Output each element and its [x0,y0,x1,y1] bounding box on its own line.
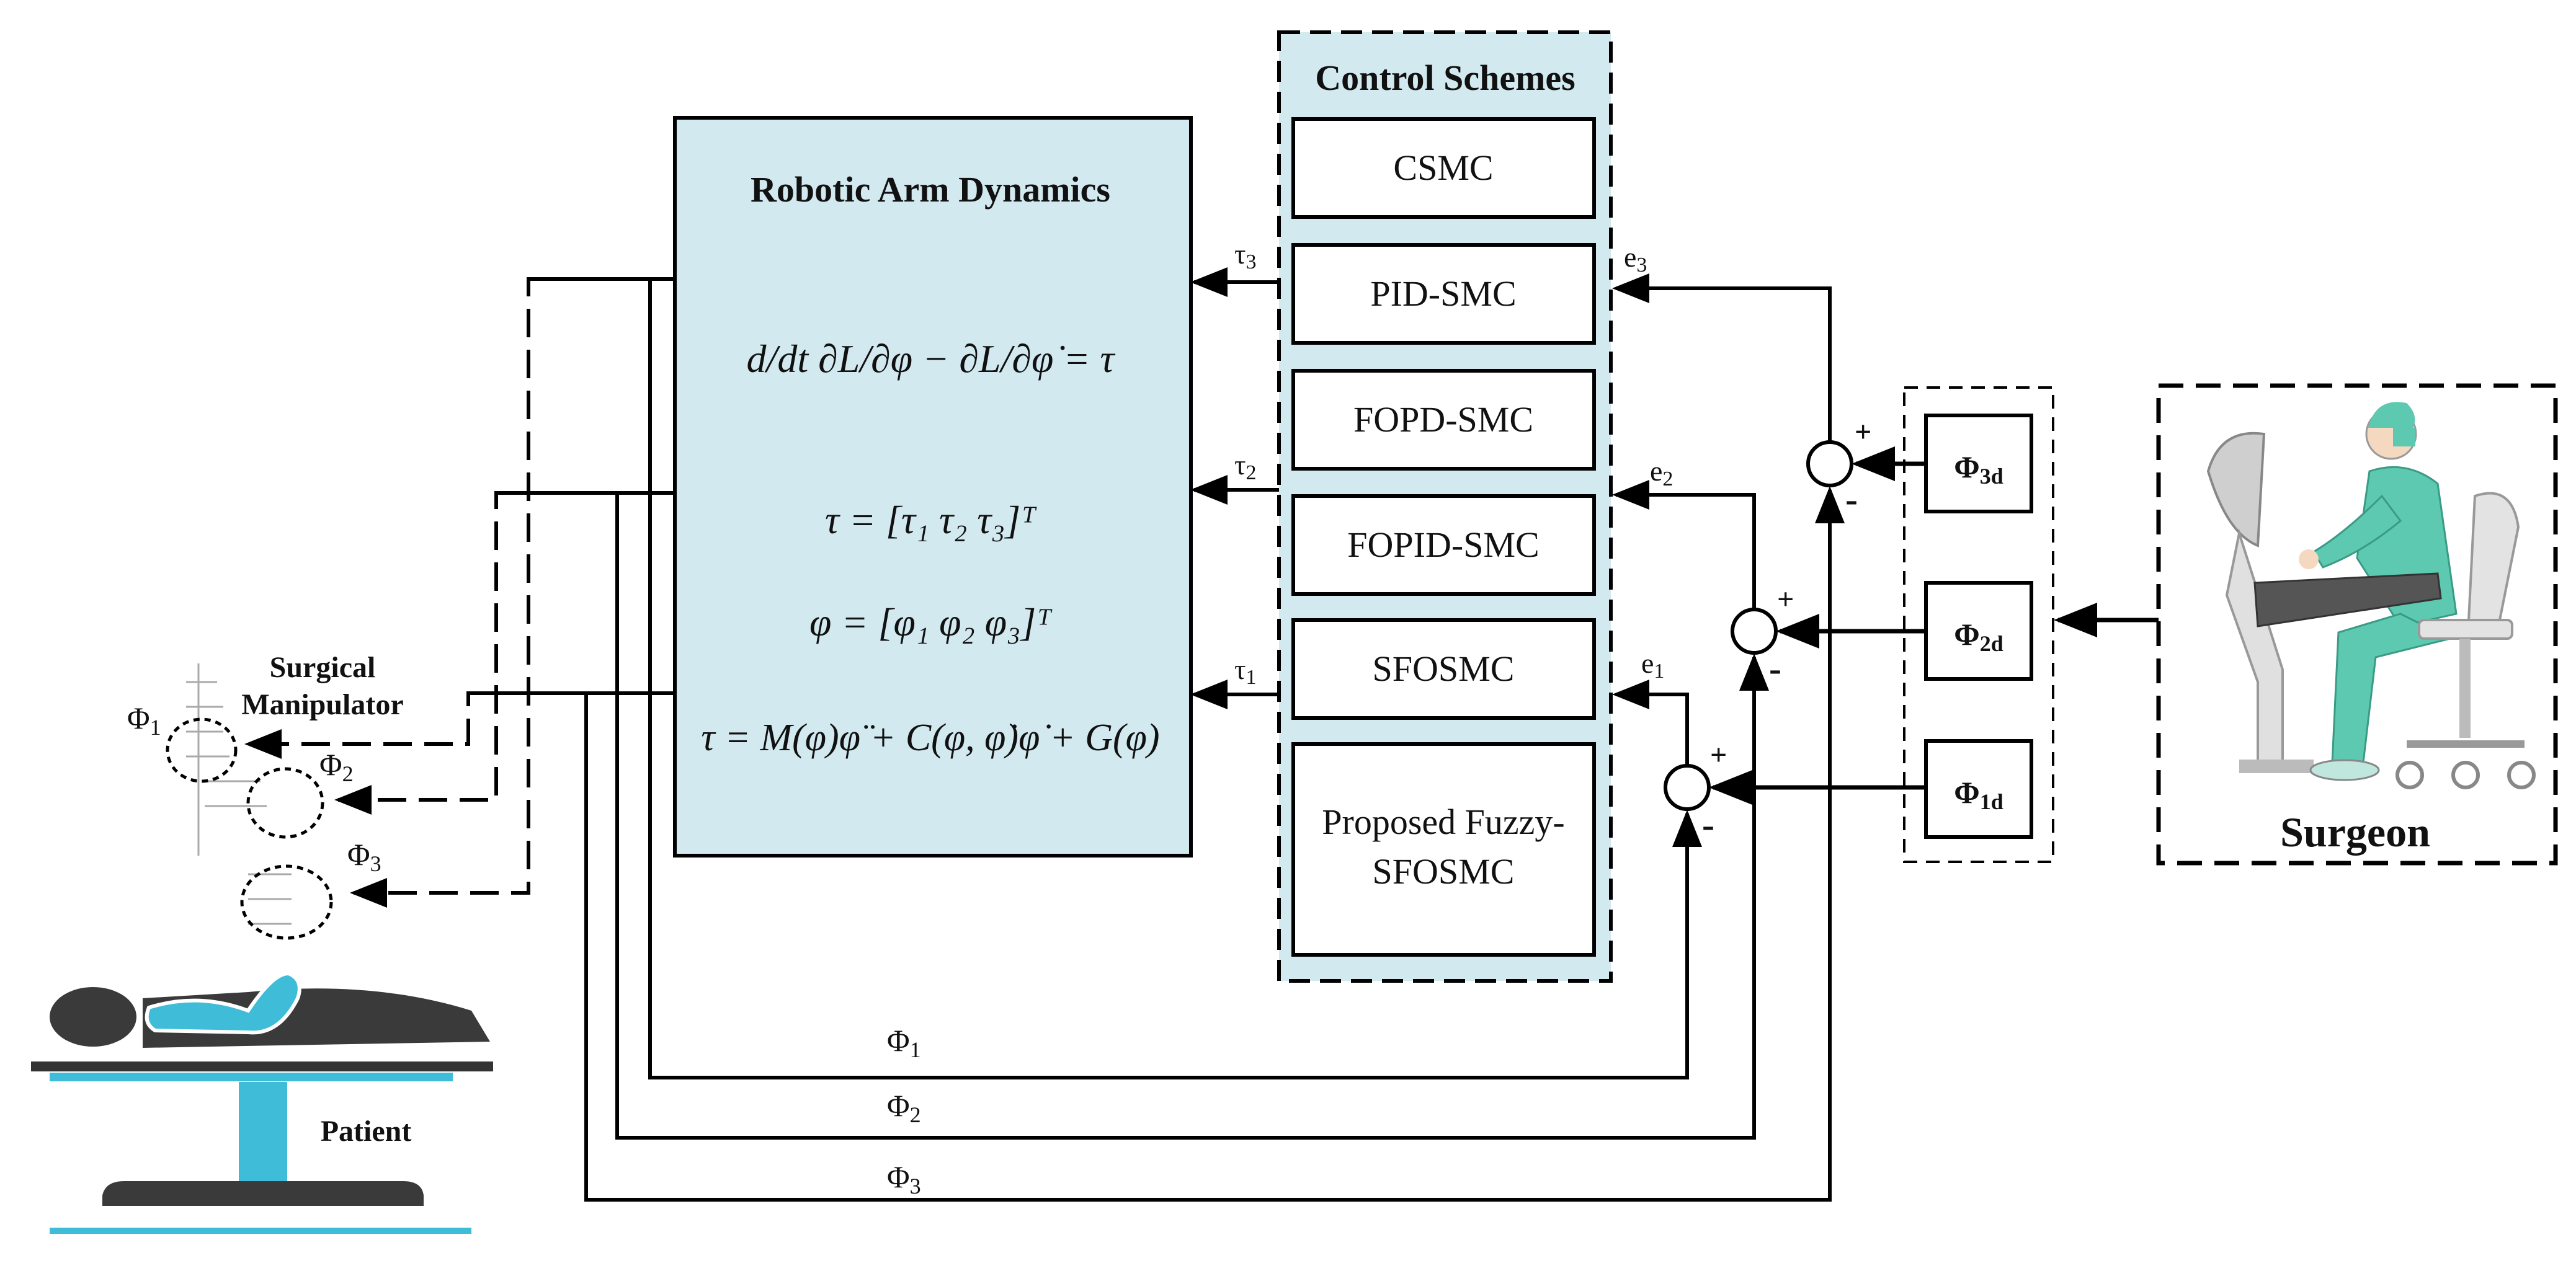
joint-signal-2 [334,491,509,815]
manipulator-label-line2: Manipulator [241,688,403,721]
equation-phi-vector: φ = [φ₁ φ₂ φ₃]ᵀ [809,600,1053,644]
feedback-label-phi1: Φ1 [887,1023,921,1062]
torque-label-2: τ2 [1234,449,1257,484]
patient-icon [50,971,490,1048]
control-schemes-panel: Control Schemes CSMC PID-SMC FOPD-SMC FO… [1277,30,1613,983]
joint-label-2: Φ2 [319,747,354,786]
error-label-3: e3 [1624,241,1647,277]
error-line-3 [1612,273,1832,442]
torque-label-1: τ1 [1234,654,1257,689]
patient-label: Patient [321,1115,412,1148]
scheme-label-fopd-smc: FOPD-SMC [1353,399,1533,440]
surgeon-panel: Surgeon [2156,383,2558,866]
reference-inputs-panel: Φ3d Φ2d Φ1d [1903,386,2054,863]
svg-text:-: - [1769,648,1781,689]
reference-label-3d: Φ3d [1954,450,2003,489]
svg-text:-: - [1702,804,1714,845]
error-line-1 [1612,680,1689,766]
joint-2-marker [246,767,324,839]
equation-tau-vector: τ = [τ₁ τ₂ τ₃]ᵀ [825,498,1037,542]
feedback-label-phi2: Φ2 [887,1088,921,1127]
equation-lagrange: d/dt ∂L/∂φ − ∂L/∂φ̇ = τ [747,337,1116,381]
joint-label-3: Φ3 [347,837,381,876]
surgeon-label: Surgeon [2280,809,2430,856]
scheme-box-sfosmc [1291,618,1596,720]
feedback-label-phi3: Φ3 [887,1159,921,1199]
joint-3-marker [240,864,333,940]
scheme-label-sfosmc: SFOSMC [1373,649,1515,689]
svg-text:+: + [1777,583,1794,616]
reference-label-1d: Φ1d [1954,775,2003,814]
joint-signal-3 [350,277,540,908]
reference-box-1d [1924,739,2033,839]
summing-junction-2: + - [1731,583,1794,689]
error-label-2: e2 [1650,455,1673,490]
joint-1-marker [166,717,238,783]
scheme-label-fopid-smc: FOPID-SMC [1347,525,1539,565]
joint-signal-1 [244,691,484,759]
summing-junction-3: + - [1806,415,1871,520]
svg-text:+: + [1855,415,1871,448]
patient-on-table: Patient [31,971,493,1234]
reference-label-2d: Φ2d [1954,617,2003,656]
operating-table-icon [31,1061,493,1234]
robotic-arm-dynamics-block: Robotic Arm Dynamics d/dt ∂L/∂φ − ∂L/∂φ̇… [673,116,1193,858]
dynamics-title: Robotic Arm Dynamics [751,169,1110,210]
surgeon-illustration-icon [2206,402,2536,789]
manipulator-arm-icon [186,663,292,925]
error-label-1: e1 [1641,647,1664,683]
svg-text:-: - [1845,479,1858,520]
scheme-box-fopd-smc [1291,369,1596,471]
surgical-manipulator: Φ1 Φ2 Φ3 Surgical Manipulator [127,651,404,940]
scheme-label-csmc: CSMC [1393,148,1493,188]
scheme-label-proposed-line2: SFOSMC [1373,851,1515,892]
summing-junction-1: + - [1664,738,1727,845]
manipulator-label-line1: Surgical [270,651,376,684]
control-schemes-title: Control Schemes [1315,58,1575,98]
scheme-box-proposed [1291,742,1596,957]
joint-label-1: Φ1 [127,701,161,740]
scheme-label-pid-smc: PID-SMC [1370,273,1516,314]
scheme-box-fopid-smc [1291,494,1596,596]
svg-text:+: + [1710,738,1727,771]
torque-label-3: τ3 [1234,238,1257,273]
scheme-label-proposed-line1: Proposed Fuzzy- [1322,802,1564,842]
equation-dynamic-model: τ = M(φ)φ̈ + C(φ, φ̇)φ̇ + G(φ) [701,717,1159,759]
error-line-2 [1612,480,1756,609]
scheme-box-csmc [1291,117,1596,219]
scheme-box-pid-smc [1291,243,1596,345]
